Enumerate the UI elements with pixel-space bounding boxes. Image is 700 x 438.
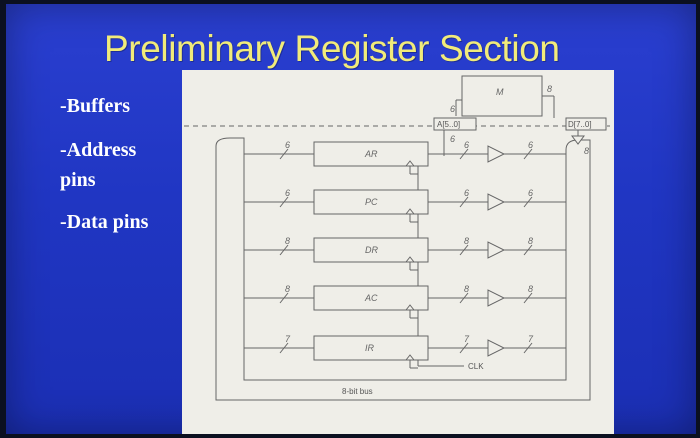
buffer-icon bbox=[487, 193, 506, 211]
buffer-output-width: 6 bbox=[528, 188, 533, 198]
register-output-width: 6 bbox=[464, 188, 469, 198]
buffer-output-width: 7 bbox=[528, 334, 534, 344]
bus-outline bbox=[215, 137, 591, 401]
width-slash bbox=[523, 342, 533, 354]
top-width-data-pin: 8 bbox=[584, 146, 589, 156]
buffer-icon bbox=[487, 339, 506, 357]
clock-input-icon bbox=[405, 304, 415, 311]
register-output-width: 8 bbox=[464, 284, 469, 294]
clock-input-icon bbox=[405, 354, 415, 361]
width-slash bbox=[459, 342, 469, 354]
clock-input-icon bbox=[405, 208, 415, 215]
bullet-address: -Address bbox=[60, 139, 137, 161]
bullet-data-pins: -Data pins bbox=[60, 211, 149, 233]
address-pins-label: A[5..0] bbox=[437, 120, 460, 129]
register-ir-box bbox=[313, 335, 429, 361]
clock-label: CLK bbox=[468, 362, 484, 371]
data-pins-box bbox=[565, 117, 607, 131]
width-slash bbox=[279, 148, 289, 160]
slide: Preliminary Register Section -Buffers -A… bbox=[6, 4, 696, 434]
register-input-width: 6 bbox=[285, 188, 290, 198]
register-input-width: 8 bbox=[285, 236, 290, 246]
buffer-output-width: 6 bbox=[528, 140, 533, 150]
width-slash bbox=[523, 244, 533, 256]
width-slash bbox=[279, 196, 289, 208]
buffer-output-width: 8 bbox=[528, 236, 533, 246]
width-slash bbox=[279, 342, 289, 354]
memory-label: M bbox=[496, 87, 504, 97]
buffer-icon bbox=[487, 241, 506, 259]
top-width-memory-data: 8 bbox=[547, 84, 552, 94]
top-width-memory-address: 6 bbox=[450, 104, 455, 114]
buffer-icon bbox=[487, 289, 506, 307]
clock-input-icon bbox=[405, 256, 415, 263]
width-slash bbox=[279, 244, 289, 256]
width-slash bbox=[459, 244, 469, 256]
register-output-width: 8 bbox=[464, 236, 469, 246]
width-slash bbox=[459, 292, 469, 304]
top-width-address-down: 6 bbox=[450, 134, 455, 144]
buffer-output-width: 8 bbox=[528, 284, 533, 294]
register-output-width: 7 bbox=[464, 334, 470, 344]
register-dr-label: DR bbox=[365, 245, 378, 255]
register-ar-label: AR bbox=[364, 149, 378, 159]
bullet-buffers: -Buffers bbox=[60, 95, 130, 117]
bullet-address-pins: pins bbox=[60, 169, 96, 191]
width-slash bbox=[523, 148, 533, 160]
buffer-icon bbox=[487, 145, 506, 163]
register-ac-label: AC bbox=[364, 293, 378, 303]
data-pin-buffer bbox=[571, 135, 585, 145]
register-pc-label: PC bbox=[365, 197, 378, 207]
clock-input-icon bbox=[405, 160, 415, 167]
width-slash bbox=[459, 148, 469, 160]
slide-title: Preliminary Register Section bbox=[104, 28, 560, 69]
register-input-width: 6 bbox=[285, 140, 290, 150]
width-slash bbox=[523, 196, 533, 208]
register-output-width: 6 bbox=[464, 140, 469, 150]
register-input-width: 8 bbox=[285, 284, 290, 294]
register-input-width: 7 bbox=[285, 334, 291, 344]
width-slash bbox=[523, 292, 533, 304]
bus-label: 8-bit bus bbox=[342, 387, 373, 396]
register-ir-label: IR bbox=[365, 343, 375, 353]
width-slash bbox=[279, 292, 289, 304]
width-slash bbox=[459, 196, 469, 208]
address-pins-box bbox=[433, 117, 477, 131]
data-pins-label: D[7..0] bbox=[568, 120, 592, 129]
